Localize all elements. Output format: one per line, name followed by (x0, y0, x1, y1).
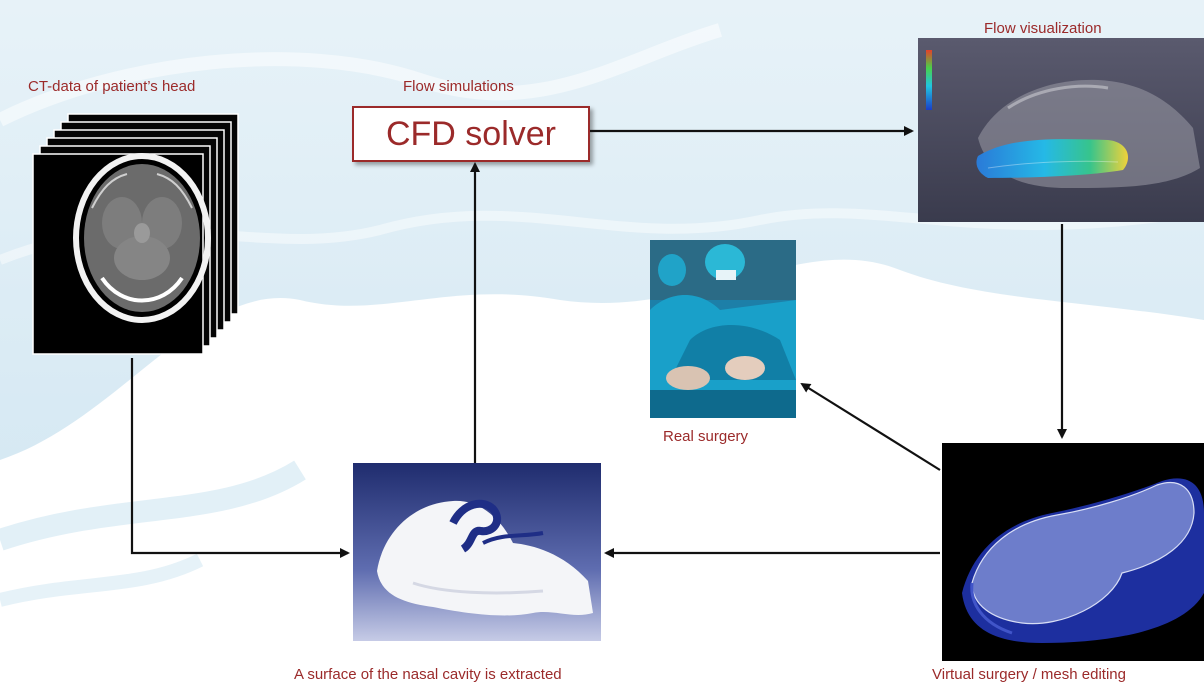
real-surgery-label: Real surgery (663, 428, 749, 445)
ct-data-label: CT-data of patient’s head (28, 78, 196, 95)
flow-visualization-label: Flow visualization (984, 20, 1102, 37)
nasal-cavity-surface-image (353, 463, 601, 641)
flow-simulations-label: Flow simulations (403, 78, 514, 95)
cfd-solver-box: CFD solver (352, 106, 590, 162)
real-surgery-photo (650, 240, 796, 418)
virtual-surgery-label: Virtual surgery / mesh editing (932, 666, 1126, 683)
virtual-surgery-mesh-image (942, 443, 1204, 661)
surface-extraction-label: A surface of the nasal cavity is extract… (294, 666, 562, 683)
ct-scan-stack (32, 113, 239, 355)
flow-visualization-image (918, 38, 1204, 222)
